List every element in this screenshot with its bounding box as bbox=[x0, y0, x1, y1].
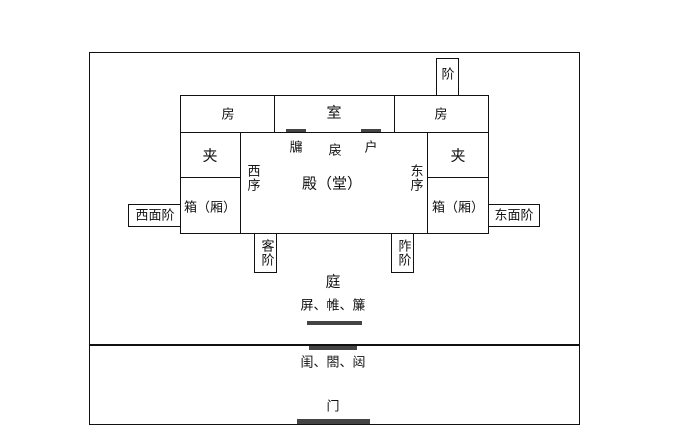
shi-label: 室 bbox=[326, 103, 342, 122]
gate-divider-line bbox=[89, 344, 580, 346]
xiang-left-box bbox=[180, 177, 241, 234]
screen-bar bbox=[307, 321, 362, 325]
host-step-box bbox=[391, 233, 414, 273]
yi-label: 扆 bbox=[328, 143, 342, 159]
xi-xu-label: 西序 bbox=[244, 164, 260, 192]
main-hall-box bbox=[240, 132, 428, 234]
east-side-step-label: 东面阶 bbox=[494, 208, 534, 224]
dong-xu-label: 东序 bbox=[407, 164, 423, 192]
yong-label: 牖 bbox=[289, 140, 303, 156]
jia-left-box bbox=[180, 132, 241, 178]
step-top-label: 阶 bbox=[441, 67, 455, 83]
window-mark-left bbox=[286, 129, 306, 133]
inner-gate-label: 闺、閤、闼 bbox=[300, 355, 366, 371]
xiang-left-label: 箱（厢） bbox=[183, 200, 237, 216]
inner-gate-bar bbox=[309, 346, 357, 350]
fang-left-label: 房 bbox=[221, 107, 235, 123]
ting-label: 庭 bbox=[325, 272, 341, 291]
guest-step-label: 客阶 bbox=[258, 239, 274, 267]
xiang-right-label: 箱（厢） bbox=[431, 200, 485, 216]
jia-right-label: 夹 bbox=[450, 146, 466, 165]
west-side-step-box bbox=[128, 204, 181, 227]
screen-label: 屏、帷、簾 bbox=[300, 298, 366, 314]
door-mark-right bbox=[361, 129, 381, 133]
host-step-label: 阼阶 bbox=[395, 239, 411, 267]
main-gate-bar bbox=[297, 419, 370, 424]
guest-step-box bbox=[254, 233, 277, 273]
jia-left-label: 夹 bbox=[202, 146, 218, 165]
hu-label: 户 bbox=[364, 140, 378, 156]
dian-label: 殿（堂） bbox=[301, 174, 363, 193]
east-side-step-box bbox=[488, 204, 540, 227]
main-gate-label: 门 bbox=[326, 399, 340, 415]
fang-right-label: 房 bbox=[434, 107, 448, 123]
west-side-step-label: 西面阶 bbox=[135, 208, 175, 224]
shi-box bbox=[274, 95, 395, 133]
